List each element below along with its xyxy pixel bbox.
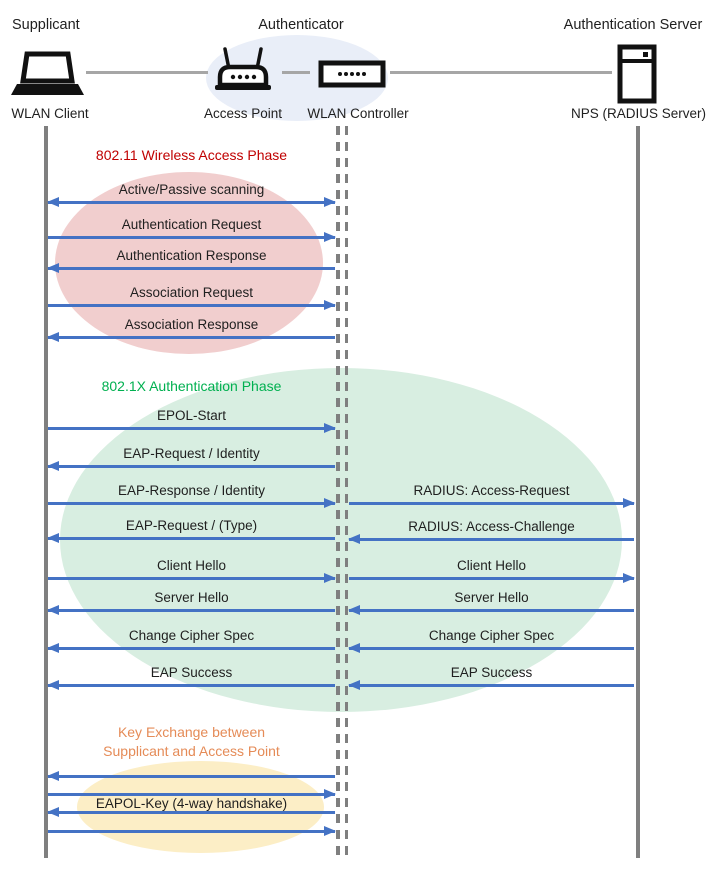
message-arrow-left bbox=[47, 807, 335, 818]
authentication-server-role-label: Authentication Server bbox=[563, 17, 703, 33]
arrowhead-right-icon bbox=[324, 789, 336, 800]
wireless-phase-title: 802.11 Wireless Access Phase bbox=[95, 147, 288, 163]
message-label: EAP-Request / Identity bbox=[123, 446, 260, 461]
arrowhead-left-icon bbox=[47, 197, 59, 208]
message-arrow-left bbox=[47, 771, 335, 782]
message-arrow-right bbox=[48, 232, 336, 243]
message-label: EAP-Response / Identity bbox=[117, 483, 266, 498]
arrowhead-right-icon bbox=[324, 423, 336, 434]
message-label: Client Hello bbox=[156, 558, 227, 573]
message-label: EPOL-Start bbox=[156, 408, 227, 423]
message-arrow-right bbox=[48, 573, 336, 584]
message-label: EAPOL-Key (4-way handshake) bbox=[95, 796, 288, 811]
message-label: EAP-Request / (Type) bbox=[125, 518, 258, 533]
message-label: Association Response bbox=[124, 317, 259, 332]
message-arrow-right bbox=[349, 498, 635, 509]
arrowhead-right-icon bbox=[324, 232, 336, 243]
message-label: Association Request bbox=[129, 285, 254, 300]
arrowhead-left-icon bbox=[47, 263, 59, 274]
message-label: Authentication Response bbox=[116, 248, 267, 263]
message-label: Authentication Request bbox=[121, 217, 262, 232]
arrowhead-left-icon bbox=[348, 605, 360, 616]
message-arrow-left bbox=[47, 263, 335, 274]
authenticator-lifeline-left bbox=[336, 126, 340, 856]
server-lifeline bbox=[636, 126, 640, 858]
message-label: Server Hello bbox=[454, 590, 529, 605]
message-arrow-left bbox=[348, 605, 634, 616]
connector-controller-server bbox=[390, 71, 612, 74]
message-arrow-right bbox=[48, 498, 336, 509]
arrowhead-right-icon bbox=[324, 498, 336, 509]
arrowhead-left-icon bbox=[47, 461, 59, 472]
message-arrow-right bbox=[48, 300, 336, 311]
message-arrow-left bbox=[47, 605, 335, 616]
arrowhead-left-icon bbox=[348, 643, 360, 654]
message-arrow-left bbox=[348, 643, 634, 654]
supplicant-lifeline bbox=[44, 126, 48, 858]
arrowhead-right-icon bbox=[623, 573, 635, 584]
message-arrow-both bbox=[47, 197, 336, 208]
message-arrow-right bbox=[48, 423, 336, 434]
message-arrow-left bbox=[47, 332, 335, 343]
key-exchange-phase-title: Key Exchange between Supplicant and Acce… bbox=[48, 723, 335, 761]
key-exchange-title-line2: Supplicant and Access Point bbox=[103, 743, 280, 759]
laptop-icon bbox=[10, 50, 84, 102]
message-arrow-left bbox=[47, 643, 335, 654]
message-label: EAP Success bbox=[150, 665, 233, 680]
arrowhead-left-icon bbox=[47, 771, 59, 782]
key-exchange-title-line1: Key Exchange between bbox=[117, 724, 266, 740]
message-label: Server Hello bbox=[154, 590, 229, 605]
wireless-router-icon bbox=[212, 47, 274, 97]
connector-ap-controller bbox=[282, 71, 310, 74]
nps-radius-caption: NPS (RADIUS Server) bbox=[570, 106, 707, 121]
message-arrow-left bbox=[348, 680, 634, 691]
arrowhead-left-icon bbox=[47, 332, 59, 343]
message-label: Change Cipher Spec bbox=[428, 628, 555, 643]
message-arrow-left bbox=[47, 461, 335, 472]
arrowhead-left-icon bbox=[47, 680, 59, 691]
arrowhead-right-icon bbox=[324, 826, 336, 837]
arrowhead-left-icon bbox=[348, 680, 360, 691]
access-point-caption: Access Point bbox=[203, 106, 283, 121]
message-label: Active/Passive scanning bbox=[118, 182, 265, 197]
authenticator-lifeline-right bbox=[344, 126, 348, 856]
arrowhead-left-icon bbox=[47, 533, 59, 544]
message-label: RADIUS: Access-Request bbox=[413, 483, 570, 498]
arrowhead-right-icon bbox=[324, 573, 336, 584]
arrowhead-left-icon bbox=[348, 534, 360, 545]
wlan-client-caption: WLAN Client bbox=[11, 106, 89, 121]
arrowhead-left-icon bbox=[47, 807, 59, 818]
server-icon bbox=[616, 44, 658, 104]
message-label: Change Cipher Spec bbox=[128, 628, 255, 643]
message-arrow-right bbox=[48, 789, 336, 800]
arrowhead-right-icon bbox=[623, 498, 635, 509]
message-arrow-left bbox=[348, 534, 634, 545]
network-switch-icon bbox=[318, 60, 386, 88]
message-label: Client Hello bbox=[456, 558, 527, 573]
message-arrow-left bbox=[47, 533, 335, 544]
arrowhead-left-icon bbox=[47, 605, 59, 616]
message-arrow-left bbox=[47, 680, 335, 691]
wlan-controller-caption: WLAN Controller bbox=[307, 106, 409, 121]
arrowhead-right-icon bbox=[324, 197, 336, 208]
message-arrow-right bbox=[349, 573, 635, 584]
authenticator-role-label: Authenticator bbox=[258, 17, 344, 33]
arrowhead-left-icon bbox=[47, 643, 59, 654]
arrowhead-right-icon bbox=[324, 300, 336, 311]
supplicant-role-label: Supplicant bbox=[12, 17, 80, 33]
dot1x-phase-title: 802.1X Authentication Phase bbox=[101, 378, 282, 394]
message-arrow-right bbox=[48, 826, 336, 837]
message-label: RADIUS: Access-Challenge bbox=[408, 519, 575, 534]
connector-client-ap bbox=[86, 71, 208, 74]
message-label: EAP Success bbox=[450, 665, 533, 680]
